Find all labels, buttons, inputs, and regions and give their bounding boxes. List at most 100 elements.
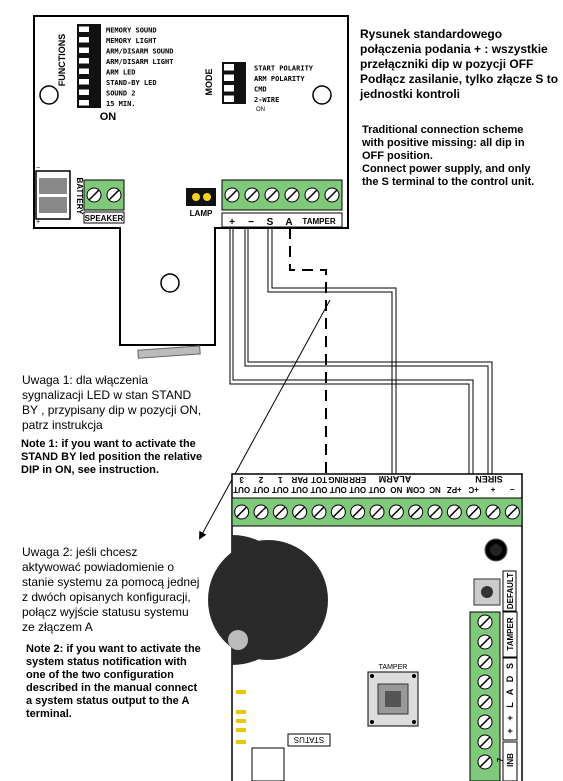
control-unit-top-label: +C — [468, 485, 479, 494]
sensor-board: MEMORY SOUND MEMORY LIGHT ARM/DISARM SOUND… — [33, 15, 349, 359]
sensor-terminal-label: A — [285, 217, 292, 228]
screw-slot — [306, 189, 318, 201]
status-led — [236, 710, 246, 714]
mode-label: MODE — [204, 69, 214, 96]
screw-slot — [332, 506, 344, 518]
screw-slot — [88, 189, 100, 201]
control-unit-top-label: OUT — [330, 485, 347, 494]
dip-lever[interactable] — [224, 95, 234, 103]
functions-label: FUNCTIONS — [57, 34, 67, 87]
control-unit-top-screws — [234, 504, 520, 520]
siren-group-label: SIREN — [475, 474, 503, 484]
control-unit-top-sublabel: RING — [328, 475, 348, 484]
bottom-digit: 7 — [496, 757, 505, 762]
control-unit-top-sublabel: PAR — [291, 475, 308, 484]
screw-slot — [390, 506, 402, 518]
screw-slot — [352, 506, 364, 518]
sdal-label-box — [502, 657, 518, 741]
screw-slot — [108, 189, 120, 201]
sensor-terminal-label: + — [229, 217, 235, 228]
status-led — [236, 719, 246, 723]
dip-lever[interactable] — [79, 89, 89, 96]
lamp-jumper[interactable] — [186, 188, 216, 206]
control-unit-right-label: + — [505, 728, 515, 733]
positive-wire-double — [232, 228, 474, 474]
dip-function-label: MEMORY SOUND — [106, 26, 157, 34]
lamp-pin — [192, 193, 200, 201]
control-unit-top-label: NC — [429, 485, 441, 494]
speaker-label-box — [83, 211, 125, 224]
sensor-terminal-label: − — [248, 217, 254, 228]
lamp-pin — [203, 193, 211, 201]
control-unit-right-label: D — [505, 675, 515, 682]
sensor-terminal-screws — [224, 187, 340, 203]
dip-lever[interactable] — [224, 85, 234, 92]
functions-on-label: ON — [100, 111, 117, 123]
screw-slot — [255, 506, 267, 518]
screw-slot — [448, 506, 460, 518]
negative-wire-double — [247, 228, 493, 474]
control-unit-top-label: OUT — [233, 485, 250, 494]
dip-lever[interactable] — [79, 79, 89, 85]
mounting-hole — [312, 85, 332, 105]
dip-lever[interactable] — [79, 37, 89, 43]
control-unit-top-sublabel: ERR — [349, 475, 366, 484]
dip-function-label: MEMORY LIGHT — [106, 37, 157, 45]
dip-lever[interactable] — [224, 64, 234, 71]
screw-slot — [326, 189, 338, 201]
dip-mode-label: CMD — [254, 85, 267, 93]
dip-function-label: 15 MIN. — [106, 100, 136, 108]
tamper-switch-pin — [412, 674, 416, 678]
sensor-terminal-block — [221, 179, 343, 211]
control-unit-right-label: + — [505, 715, 515, 720]
note1-english: Note 1: if you want to activate the STAN… — [21, 438, 203, 476]
tamper-switch-pin — [370, 720, 374, 724]
mode-dip-levers — [224, 64, 234, 102]
dip-function-label: ARM/DISARM SOUND — [106, 47, 173, 55]
control-unit-top-label: OUT — [291, 485, 308, 494]
screw-slot — [313, 506, 325, 518]
dip-lever[interactable] — [79, 100, 89, 106]
screw-slot — [429, 506, 441, 518]
dip-lever[interactable] — [79, 26, 89, 33]
control-unit-top-sublabel: 2 — [258, 475, 263, 484]
sensor-tamper-label: TAMPER — [302, 217, 335, 226]
control-unit-top-label: OUT — [368, 485, 385, 494]
a-optional-wire — [289, 228, 327, 474]
screw-slot — [274, 506, 286, 518]
polish-header-text: Rysunek standardowego połączenia podania… — [360, 27, 559, 101]
black-round-component-inner — [490, 544, 502, 556]
control-unit-top-label: OUT — [310, 485, 327, 494]
lamp-label: LAMP — [190, 209, 213, 218]
screw-slot — [479, 676, 491, 688]
battery-minus: − — [36, 165, 40, 172]
sensor-terminal-label: S — [267, 217, 274, 228]
dip-lever[interactable] — [224, 74, 234, 82]
default-button-cap — [481, 586, 493, 598]
control-unit-top-labels: OUT3OUT2OUT1OUTPAROUTTOTOUTRINGOUTERROUT… — [233, 475, 515, 494]
tamper-switch-label: TAMPER — [379, 664, 408, 671]
functions-dip-labels: MEMORY SOUND MEMORY LIGHT ARM/DISARM SOUND… — [106, 26, 173, 108]
s-wire — [267, 228, 393, 474]
dip-lever[interactable] — [79, 58, 89, 64]
inb-label: INB — [506, 753, 515, 767]
tamper-switch-center — [385, 691, 401, 707]
control-unit-top-label: + — [490, 485, 495, 494]
dip-lever[interactable] — [79, 47, 89, 54]
status-led — [236, 690, 246, 694]
screw-slot — [479, 716, 491, 728]
functions-dip-switch[interactable] — [77, 24, 101, 108]
mounting-hole — [39, 85, 59, 105]
control-unit-top-label: − — [510, 485, 515, 494]
screw-slot — [468, 506, 480, 518]
screw-slot — [246, 189, 258, 201]
negative-wire — [244, 228, 505, 475]
screw-slot — [371, 506, 383, 518]
note2-english: Note 2: if you want to activate the syst… — [26, 643, 201, 720]
note2-polish: Uwaga 2: jeśli chcesz aktywować powiadom… — [22, 545, 200, 634]
screw-slot — [487, 506, 499, 518]
dip-lever[interactable] — [79, 68, 89, 75]
control-unit-top-label: OUT — [272, 485, 289, 494]
